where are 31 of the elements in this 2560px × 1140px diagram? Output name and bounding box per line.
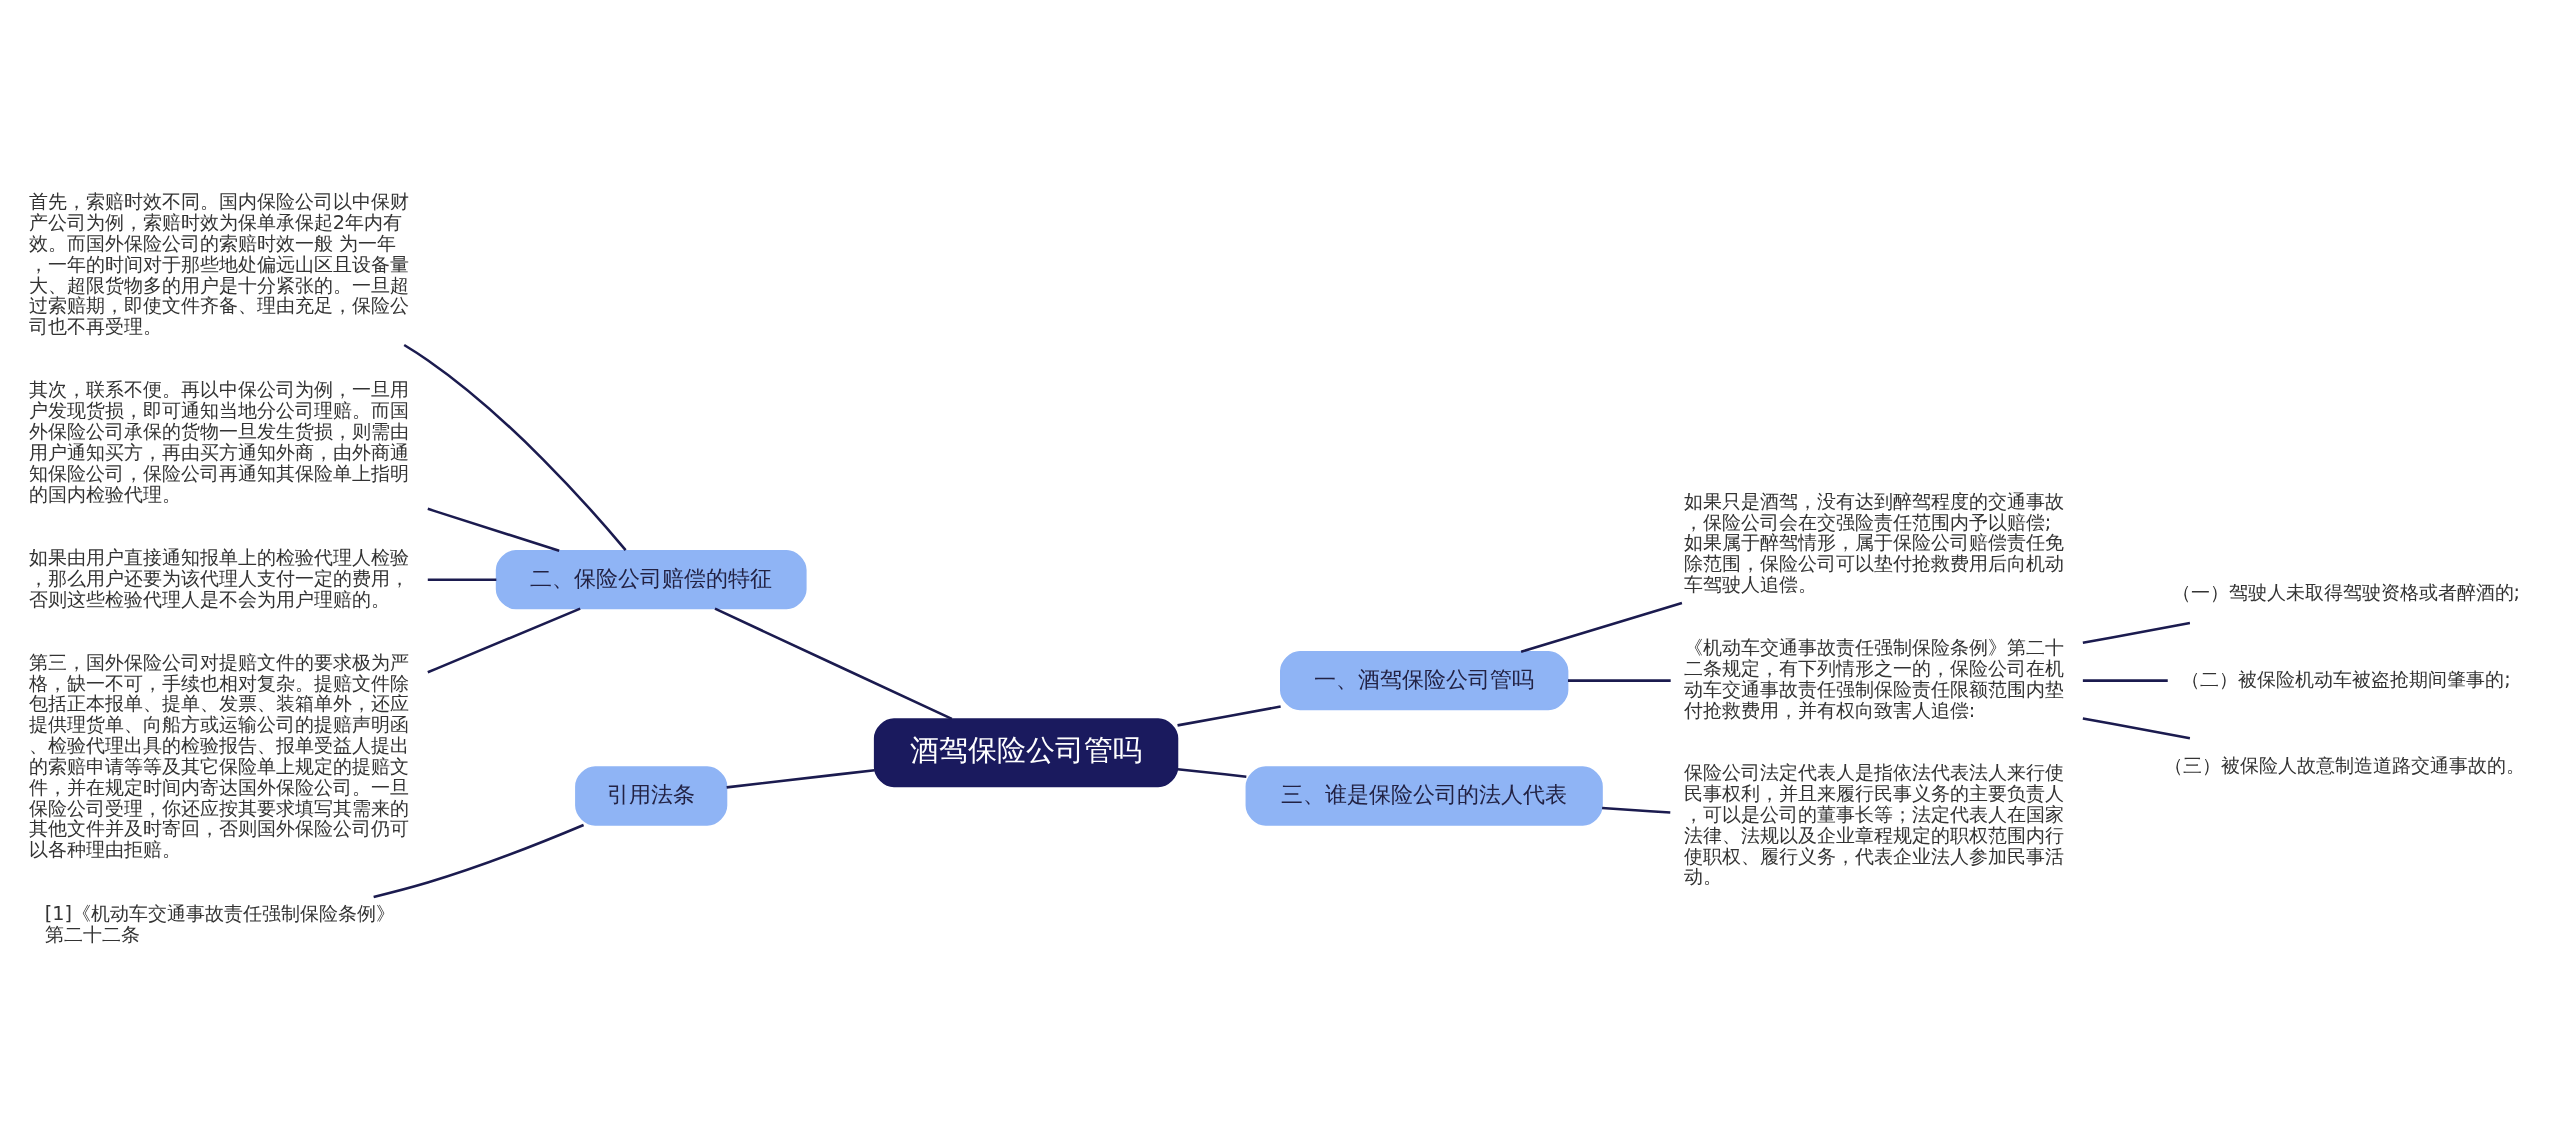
node-box: 酒驾保险公司管吗 bbox=[873, 717, 1179, 787]
connector bbox=[1177, 704, 1281, 727]
connector bbox=[427, 507, 560, 552]
node-text: （三）被保险人故意制造道路交通事故的。 bbox=[2164, 753, 2526, 777]
node-text: 保险公司法定代表人是指依法代表法人来行使民事权利，并且来履行民事义务的主要负责人，可以是公司的董事长等；法定代表人在国家法律、法规以及企业章程规定的职权范围内行使职权、履行义务，代表企业法人参加民事活动。 bbox=[1683, 760, 2064, 888]
node-text: 如果只是酒驾，没有达到醉驾程度的交通事故，保险公司会在交强险责任范围内予以赔偿;如果属于醉驾情形，属于保险公司赔偿责任免除范围，保险公司可以垫付抢救费用后向机动车驾驶人追偿。 bbox=[1683, 489, 2064, 596]
connector bbox=[714, 607, 953, 720]
node-text: （一）驾驶人未取得驾驶资格或者醉酒的; bbox=[2171, 580, 2521, 604]
node-text: 如果由用户直接通知报单上的检验代理人检验，那么用户还要为该代理人支付一定的费用，否则这些检验代理人是不会为用户理赔的。 bbox=[28, 545, 409, 610]
node-text: 第三，国外保险公司对提赔文件的要求极为严格，缺一不可，手续也相对复杂。提赔文件除包括正本报单、提单、发票、装箱单外，还应提供理货单、向船方或运输公司的提赔声明函、检验代理出具的检验报告、报单受益人提出的索赔申请等等及其它保险单上规定的提赔文件，并在规定时间内寄达国外保险公司。一旦保险公司受理，你还应按其要求填写其需来的其他文件并及时寄回，否则国外保险公司仍可以各种理由拒赔。 bbox=[28, 650, 409, 861]
node-box: 引用法条 bbox=[575, 765, 728, 826]
node-box: 二、保险公司赔偿的特征 bbox=[495, 549, 807, 609]
node-text: （二）被保险机动车被盗抢期间肇事的; bbox=[2181, 667, 2511, 691]
connector bbox=[373, 823, 585, 898]
connector bbox=[726, 768, 875, 789]
node-text: 首先，索赔时效不同。国内保险公司以中保财产公司为例，索赔时效为保单承保起2年内有效。而国外保险公司的索赔时效一般 为一年，一年的时间对于那些地处偏远山区且设备量大、超限货物多的用户是十分紧张的。一旦超过索赔期，即使文件齐备、理由充足，保险公司也不再受理。 bbox=[28, 189, 409, 338]
connector bbox=[2082, 621, 2191, 644]
node-text: 其次，联系不便。再以中保公司为例，一旦用户发现货损，即可通知当地分公司理赔。而国外保险公司承保的货物一旦发生货损，则需由用户通知买方，再由买方通知外商，由外商通知保险公司，保险公司再通知其保险单上指明的国内检验代理。 bbox=[28, 377, 409, 506]
node-box: 一、酒驾保险公司管吗 bbox=[1280, 650, 1569, 710]
connector bbox=[1177, 767, 1247, 778]
node-text: 《机动车交通事故责任强制保险条例》第二十二条规定，有下列情形之一的，保险公司在机动车交通事故责任强制保险责任限额范围内垫付抢救费用，并有权向致害人追偿: bbox=[1683, 635, 2064, 722]
connector bbox=[1567, 678, 1671, 682]
connector bbox=[427, 577, 497, 581]
node-box: 三、谁是保险公司的法人代表 bbox=[1245, 765, 1603, 826]
node-text: [1]《机动车交通事故责任强制保险条例》第二十二条 bbox=[44, 901, 396, 946]
connector bbox=[427, 607, 581, 673]
connector bbox=[403, 343, 627, 551]
connector bbox=[1520, 601, 1683, 653]
connector bbox=[2082, 716, 2191, 739]
connector bbox=[1602, 806, 1671, 814]
connector bbox=[2082, 678, 2168, 682]
